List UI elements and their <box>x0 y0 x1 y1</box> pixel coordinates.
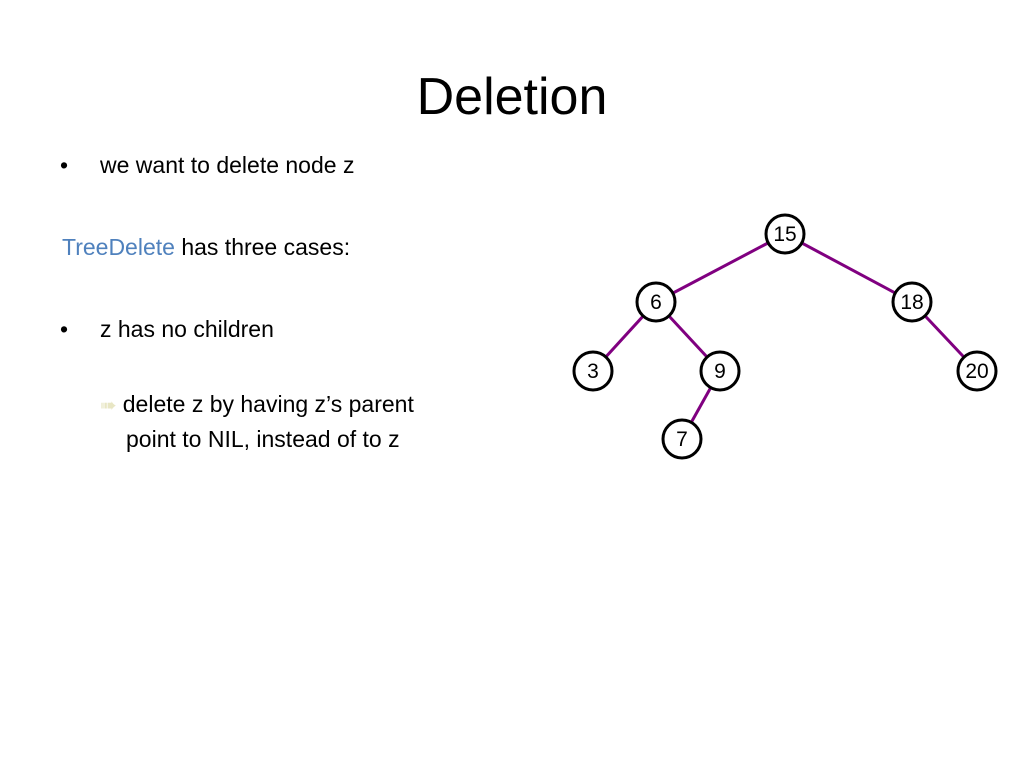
tree-node: 6 <box>635 281 677 323</box>
bullet-dot: • <box>60 316 69 342</box>
tree-node: 18 <box>891 281 933 323</box>
tree-node-circle <box>572 350 614 392</box>
tree-node: 20 <box>956 350 998 392</box>
intro-line: TreeDelete has three cases: <box>62 232 350 262</box>
tree-node: 7 <box>661 418 703 460</box>
tree-node-circle <box>891 281 933 323</box>
intro-text: has three cases: <box>174 234 351 260</box>
tree-node-label: 7 <box>676 428 688 451</box>
tree-node-circle <box>635 281 677 323</box>
sub-bullet-line-1: ➠delete z by having z’s parent <box>100 389 414 421</box>
tree-edge <box>784 232 913 304</box>
tree-node-label: 18 <box>900 291 923 314</box>
tree-node-label: 3 <box>587 360 599 383</box>
tree-node-circle <box>699 350 741 392</box>
bullet-text-no-children: z has no children <box>100 316 274 342</box>
tree-node-circle <box>764 213 806 255</box>
tree-edge <box>655 232 786 304</box>
tree-node-label: 6 <box>650 291 662 314</box>
sub-bullet-line-2: point to NIL, instead of to z <box>126 426 400 452</box>
tree-node-circle <box>661 418 703 460</box>
tree-node-label: 9 <box>714 360 726 383</box>
bullet-dot: • <box>60 152 69 178</box>
tree-node: 3 <box>572 350 614 392</box>
right-arrow-icon: ➠ <box>100 395 117 417</box>
treedelete-keyword: TreeDelete <box>62 234 175 260</box>
tree-node-circle <box>956 350 998 392</box>
bullet-text-delete-node: we want to delete node z <box>100 152 355 178</box>
slide-title: Deletion <box>416 68 608 126</box>
tree-node-label: 20 <box>965 360 988 383</box>
sub-bullet-text-1: delete z by having z’s parent <box>122 391 414 417</box>
tree-node: 9 <box>699 350 741 392</box>
tree-node: 15 <box>764 213 806 255</box>
tree-node-label: 15 <box>773 223 796 246</box>
